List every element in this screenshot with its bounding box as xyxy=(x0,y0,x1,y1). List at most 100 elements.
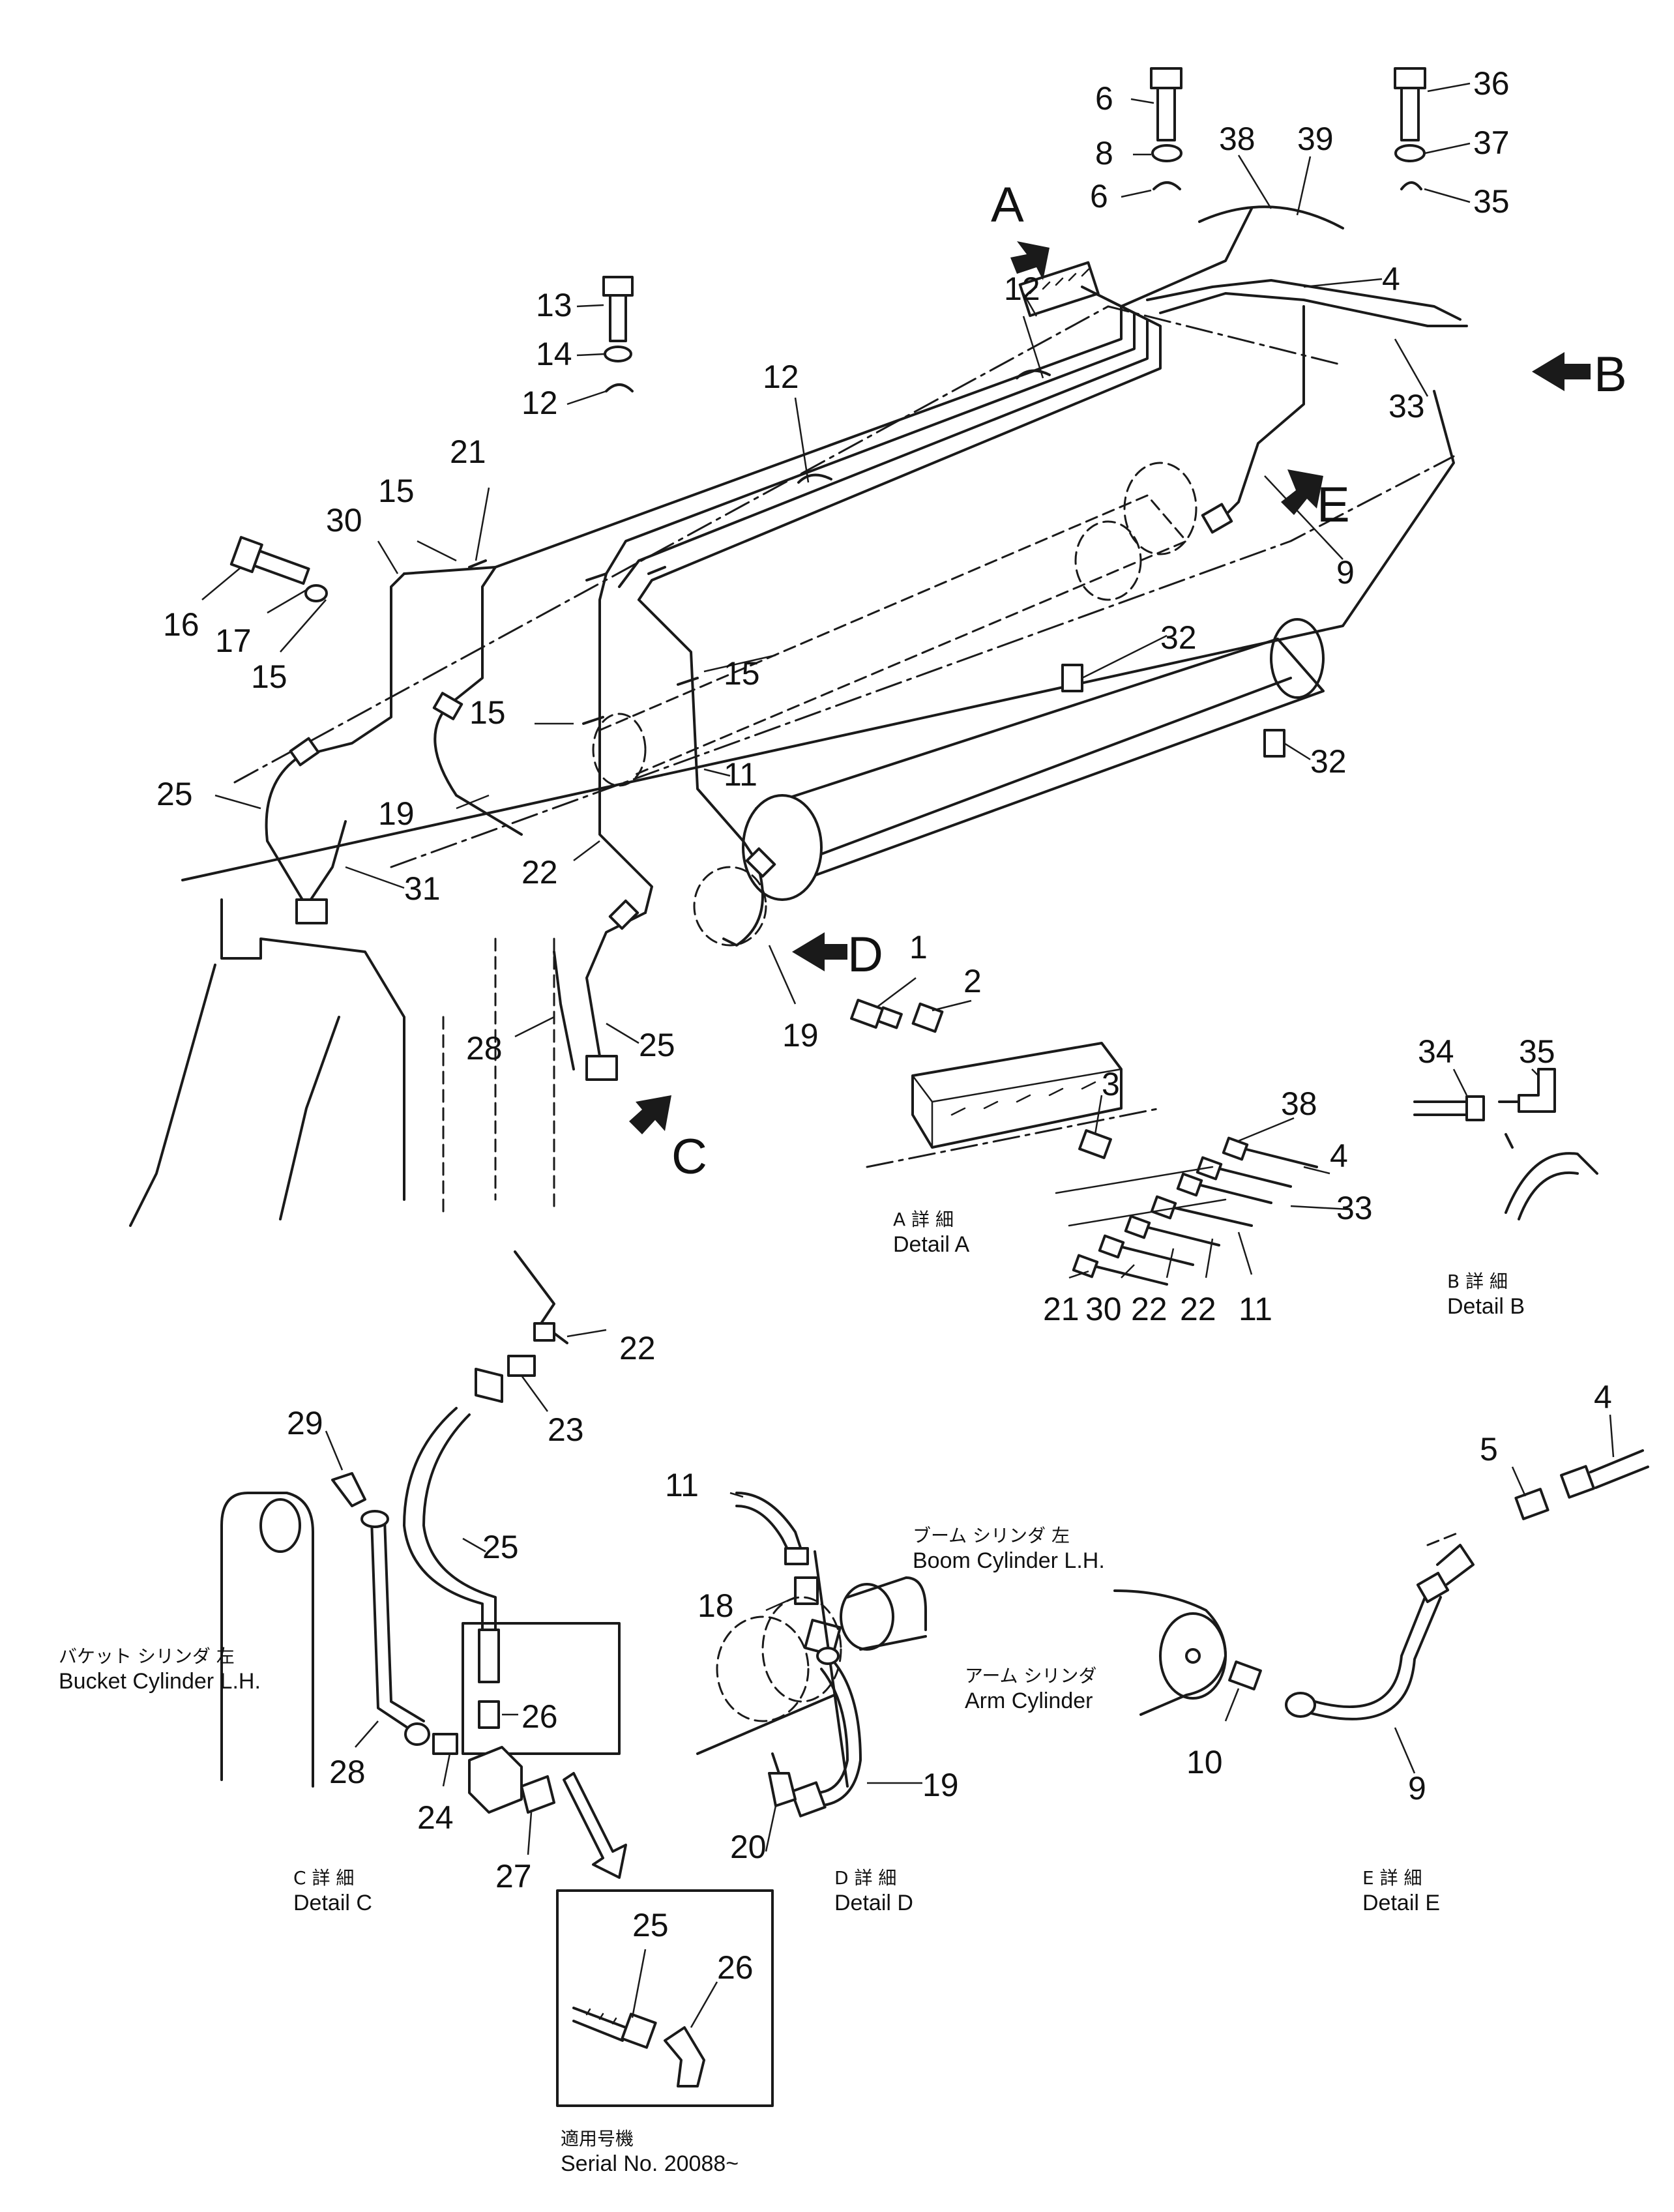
boom-body xyxy=(181,390,1455,881)
part-number: 33 xyxy=(1336,1190,1373,1226)
hose-25-left xyxy=(265,755,308,907)
detail-b-jp: B 詳 細 xyxy=(1447,1271,1508,1292)
pipe-33 xyxy=(1159,292,1468,327)
detail-e-jp: E 詳 細 xyxy=(1362,1867,1422,1889)
part-number: 15 xyxy=(378,473,415,509)
part-number: 13 xyxy=(536,287,572,323)
adapter-23 xyxy=(507,1355,536,1377)
part-number: 31 xyxy=(404,870,441,907)
detail-c-en: Detail C xyxy=(293,1891,372,1915)
part-number: 30 xyxy=(1085,1291,1122,1327)
detail-a-en: Detail A xyxy=(893,1232,969,1257)
part-number: 9 xyxy=(1408,1770,1426,1806)
part-number: 12 xyxy=(521,385,558,421)
boom-outline xyxy=(233,305,1344,784)
part-number: 4 xyxy=(1382,261,1400,297)
clamp xyxy=(797,473,832,484)
part-number: 23 xyxy=(548,1411,584,1448)
view-arrow-b xyxy=(1532,352,1591,391)
arrow-label-a: A xyxy=(991,177,1024,233)
part-number: 24 xyxy=(417,1799,454,1836)
serial-note-jp: 適用号機 xyxy=(561,2128,634,2149)
part-number: 27 xyxy=(495,1858,532,1895)
bucket-cylinder-en: Bucket Cylinder L.H. xyxy=(59,1669,261,1694)
serial-inset: 25 26 適用号機 Serial No. 20088~ xyxy=(556,1889,774,2176)
pipe-11-d xyxy=(735,1492,803,1553)
part-number: 20 xyxy=(730,1829,767,1865)
clamp xyxy=(1016,369,1051,379)
view-arrow-c xyxy=(629,1095,671,1134)
fitting xyxy=(432,692,463,720)
part-number: 26 xyxy=(717,1949,754,1986)
part-number: 18 xyxy=(698,1587,734,1624)
view-arrow-e xyxy=(1281,469,1323,515)
part-number: 15 xyxy=(469,694,506,731)
pipe-38 xyxy=(1120,207,1253,308)
part-number: 38 xyxy=(1219,121,1256,157)
part-number: 6 xyxy=(1095,80,1113,117)
clamp xyxy=(468,559,666,582)
washer-8 xyxy=(1151,144,1182,162)
arm-cylinder-en: Arm Cylinder xyxy=(965,1688,1093,1713)
washer-14 xyxy=(604,346,632,362)
part-number: 30 xyxy=(326,502,362,538)
hose-31 xyxy=(305,820,347,907)
arrow-label-e: E xyxy=(1317,477,1350,533)
arm-cylinder-jp: アーム シリンダ xyxy=(965,1665,1096,1687)
part-number: 28 xyxy=(466,1030,503,1067)
fitting-26 xyxy=(478,1700,500,1729)
fitting-3 xyxy=(1078,1129,1112,1159)
part-number: 21 xyxy=(1043,1291,1079,1327)
pipe-21 xyxy=(448,566,497,705)
part-number: 10 xyxy=(1186,1744,1223,1780)
part-number: 35 xyxy=(1473,183,1510,220)
fitting-2 xyxy=(911,1002,944,1033)
block-c xyxy=(468,1746,523,1814)
boom-left-leg-2 xyxy=(279,1016,340,1220)
pipe-30 xyxy=(299,572,405,758)
bolt-36 xyxy=(1394,67,1426,141)
detail-e: 5 4 10 9 アーム シリンダ Arm Cylinder E 詳 細 Det… xyxy=(965,1379,1649,1915)
part-number: 15 xyxy=(251,658,287,695)
boom-left-body xyxy=(220,898,405,1201)
pipe-4-e xyxy=(1589,1449,1649,1489)
part-number: 26 xyxy=(521,1698,558,1735)
part-number: 32 xyxy=(1160,619,1197,656)
part-number: 34 xyxy=(1418,1033,1454,1070)
bolt-13 xyxy=(602,276,634,342)
part-number: 22 xyxy=(619,1330,656,1366)
detail-e-en: Detail E xyxy=(1362,1891,1440,1915)
view-arrow-a xyxy=(1010,241,1050,280)
part-number: 21 xyxy=(450,434,486,470)
part-number: 4 xyxy=(1594,1379,1612,1415)
arrow-label-c: C xyxy=(671,1129,707,1185)
fitting-24 xyxy=(432,1733,458,1755)
pipe-22 xyxy=(598,572,653,914)
clamp xyxy=(582,677,699,725)
part-number: 16 xyxy=(163,606,199,643)
part-number: 22 xyxy=(1180,1291,1216,1327)
elbow-20 xyxy=(768,1772,797,1807)
part-number: 19 xyxy=(782,1017,819,1054)
fitting xyxy=(608,899,639,930)
detail-c: 22 23 25 26 29 28 24 27 バケット シリンダ 左 Buck… xyxy=(59,1250,656,1915)
part-number: 28 xyxy=(329,1754,366,1790)
clamp-6 xyxy=(1153,181,1181,190)
boom-left-leg xyxy=(129,964,216,1227)
pipe-bundle xyxy=(403,286,1162,601)
part-number: 11 xyxy=(724,756,757,793)
fitting-1 xyxy=(850,999,903,1029)
boom-cylinder-en: Boom Cylinder L.H. xyxy=(913,1548,1105,1573)
part-number: 36 xyxy=(1473,65,1510,102)
fitting-block xyxy=(295,898,328,924)
part-number: 22 xyxy=(521,854,558,891)
detail-b: 34 35 B 詳 細 Detail B xyxy=(1413,1033,1598,1319)
part-number: 6 xyxy=(1090,178,1108,214)
part-number: 8 xyxy=(1095,135,1113,171)
hose-9-e xyxy=(1302,1589,1429,1708)
part-number: 29 xyxy=(287,1405,323,1441)
part-number: 3 xyxy=(1102,1066,1120,1102)
part-number: 25 xyxy=(156,776,193,812)
pipe-11 xyxy=(638,598,757,862)
fitting-block xyxy=(1201,503,1233,534)
